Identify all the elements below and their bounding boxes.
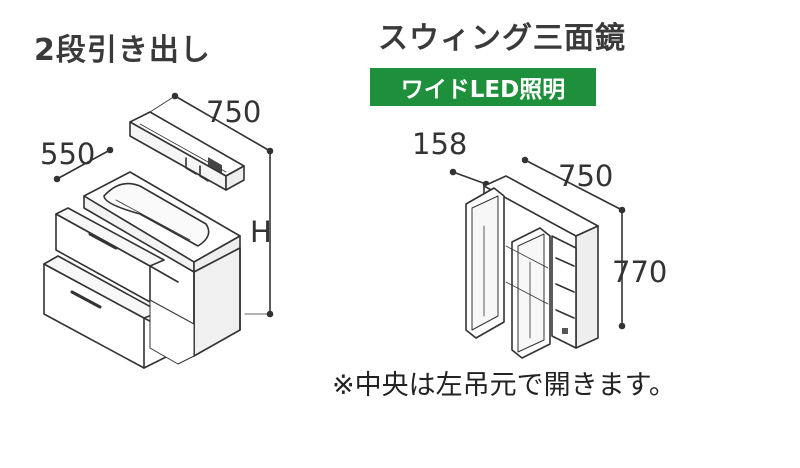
vanity-title: 2段引き出し — [34, 33, 211, 68]
mirror-center-door — [511, 227, 551, 359]
hinge-note: ※中央は左吊元で開きます。 — [332, 370, 676, 401]
vanity-drawing — [43, 92, 274, 369]
top-drawer — [55, 207, 179, 319]
vanity-height-label: H — [250, 215, 272, 249]
vanity-width-label: 750 — [206, 95, 262, 129]
mirror-height-dimension — [618, 209, 626, 330]
vanity-height-dimension — [244, 150, 274, 318]
vanity-counter — [83, 171, 241, 273]
mirror-right-panel — [551, 235, 577, 349]
vanity-depth-dimension — [53, 146, 114, 183]
mirror-title: スウィング三面鏡 — [378, 21, 626, 56]
vanity-width-dimension — [149, 92, 274, 155]
backsplash — [129, 111, 245, 191]
mirror-width-label: 750 — [558, 159, 614, 193]
led-lighting-badge: ワイドLED照明 — [370, 68, 596, 106]
mirror-left-door — [465, 187, 505, 339]
mirror-depth-label: 158 — [412, 127, 468, 161]
mirror-drawing — [449, 156, 626, 359]
mirror-depth-dimension — [449, 168, 490, 188]
